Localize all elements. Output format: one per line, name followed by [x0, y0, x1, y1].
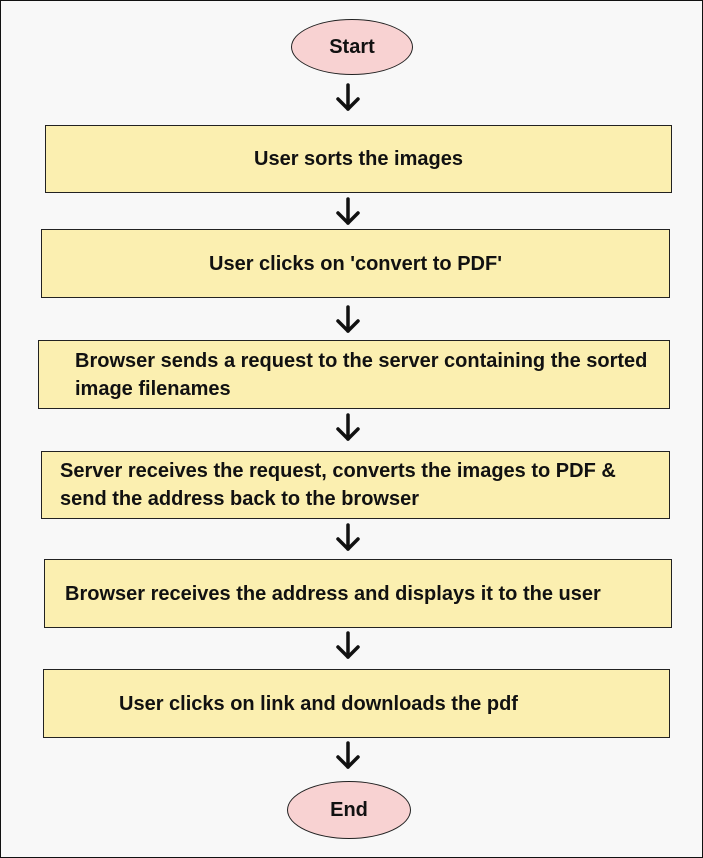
process-step-convert-click: User clicks on 'convert to PDF' — [41, 229, 670, 298]
arrow-down-icon — [336, 197, 360, 225]
process-step-display-address: Browser receives the address and display… — [44, 559, 672, 628]
process-step-server-convert: Server receives the request, converts th… — [41, 451, 670, 519]
process-step-download-pdf: User clicks on link and downloads the pd… — [43, 669, 670, 738]
end-label: End — [330, 798, 368, 821]
step2-label: User clicks on 'convert to PDF' — [209, 252, 502, 275]
arrow-down-icon — [336, 305, 360, 333]
step3-label: Browser sends a request to the server co… — [75, 349, 648, 400]
arrow-down-icon — [336, 741, 360, 769]
arrow-down-icon — [336, 413, 360, 441]
arrow-down-icon — [336, 83, 360, 111]
start-label: Start — [329, 35, 375, 58]
step5-label: Browser receives the address and display… — [65, 582, 601, 605]
step1-label: User sorts the images — [254, 148, 463, 170]
arrow-down-icon — [336, 523, 360, 551]
process-step-browser-request: Browser sends a request to the server co… — [38, 340, 670, 409]
step4-label: Server receives the request, converts th… — [60, 460, 616, 510]
process-step-sort-images: User sorts the images — [45, 125, 672, 193]
start-terminal: Start — [291, 19, 413, 75]
step6-label: User clicks on link and downloads the pd… — [119, 692, 518, 715]
end-terminal: End — [287, 781, 411, 839]
arrow-down-icon — [336, 631, 360, 659]
